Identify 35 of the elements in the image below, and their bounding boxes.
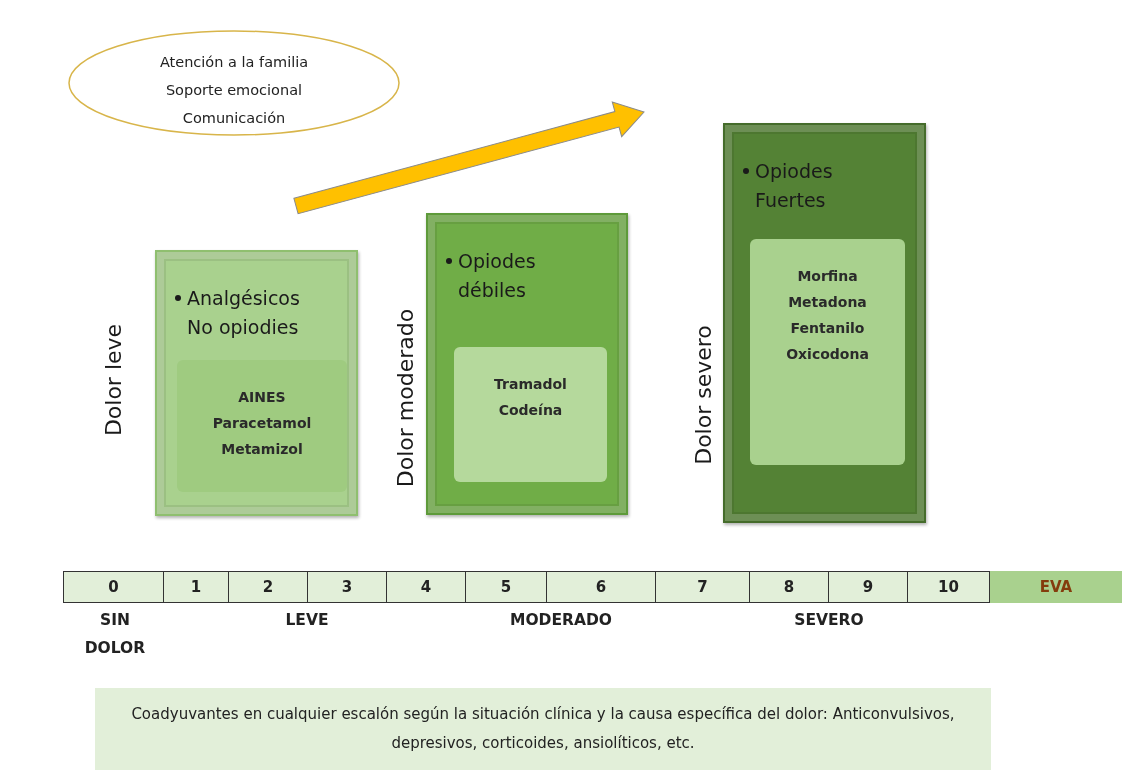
pain-category-label: SIN DOLOR — [83, 610, 147, 659]
scale-header-cell: EVA — [990, 571, 1122, 603]
scale-cell: 0 — [63, 571, 163, 603]
step-box — [155, 250, 358, 516]
scale-cell: 9 — [828, 571, 907, 603]
pain-category-label: LEVE — [284, 610, 330, 631]
vertical-label: Dolor leve — [100, 323, 126, 437]
scale-cell: 1 — [163, 571, 228, 603]
scale-cell: 2 — [228, 571, 307, 603]
scale-cell: 5 — [465, 571, 546, 603]
vertical-label: Dolor severo — [690, 325, 716, 465]
drug-panel — [750, 239, 905, 465]
drug-list: Tramadol Codeína — [494, 371, 567, 423]
scale-cell: 3 — [307, 571, 386, 603]
note-text: Soporte emocional — [165, 81, 303, 100]
pain-category-label: SEVERO — [793, 610, 865, 631]
bullet-heading: Opiodes Fuertes — [755, 159, 834, 213]
scale-cell: 8 — [749, 571, 828, 603]
scale-cell: 4 — [386, 571, 465, 603]
note-text: Comunicación — [182, 109, 286, 128]
scale-cell: 6 — [546, 571, 655, 603]
note-text: Atención a la familia — [159, 53, 309, 72]
pain-category-label: MODERADO — [509, 610, 613, 631]
note-panel — [95, 688, 991, 770]
step-box — [723, 123, 926, 523]
step-box — [426, 213, 628, 515]
scale-cell: 7 — [655, 571, 749, 603]
drug-list: Morfina Metadona Fentanilo Oxicodona — [786, 263, 869, 367]
scale-cell: 10 — [907, 571, 990, 603]
bullet-heading: Opiodes débiles — [458, 249, 537, 303]
vertical-label: Dolor moderado — [392, 308, 418, 488]
drug-panel — [454, 347, 607, 482]
note-text: Coadyuvantes en cualquier escalón según la situación clínica y la causa específica del dolor: Anticonvulsivos, depresivos, corticoides, ansiolíticos, etc. — [130, 704, 956, 754]
drug-list: AINES Paracetamol Metamizol — [212, 384, 312, 462]
bullet-heading: Analgésicos No opiodies — [187, 286, 301, 340]
